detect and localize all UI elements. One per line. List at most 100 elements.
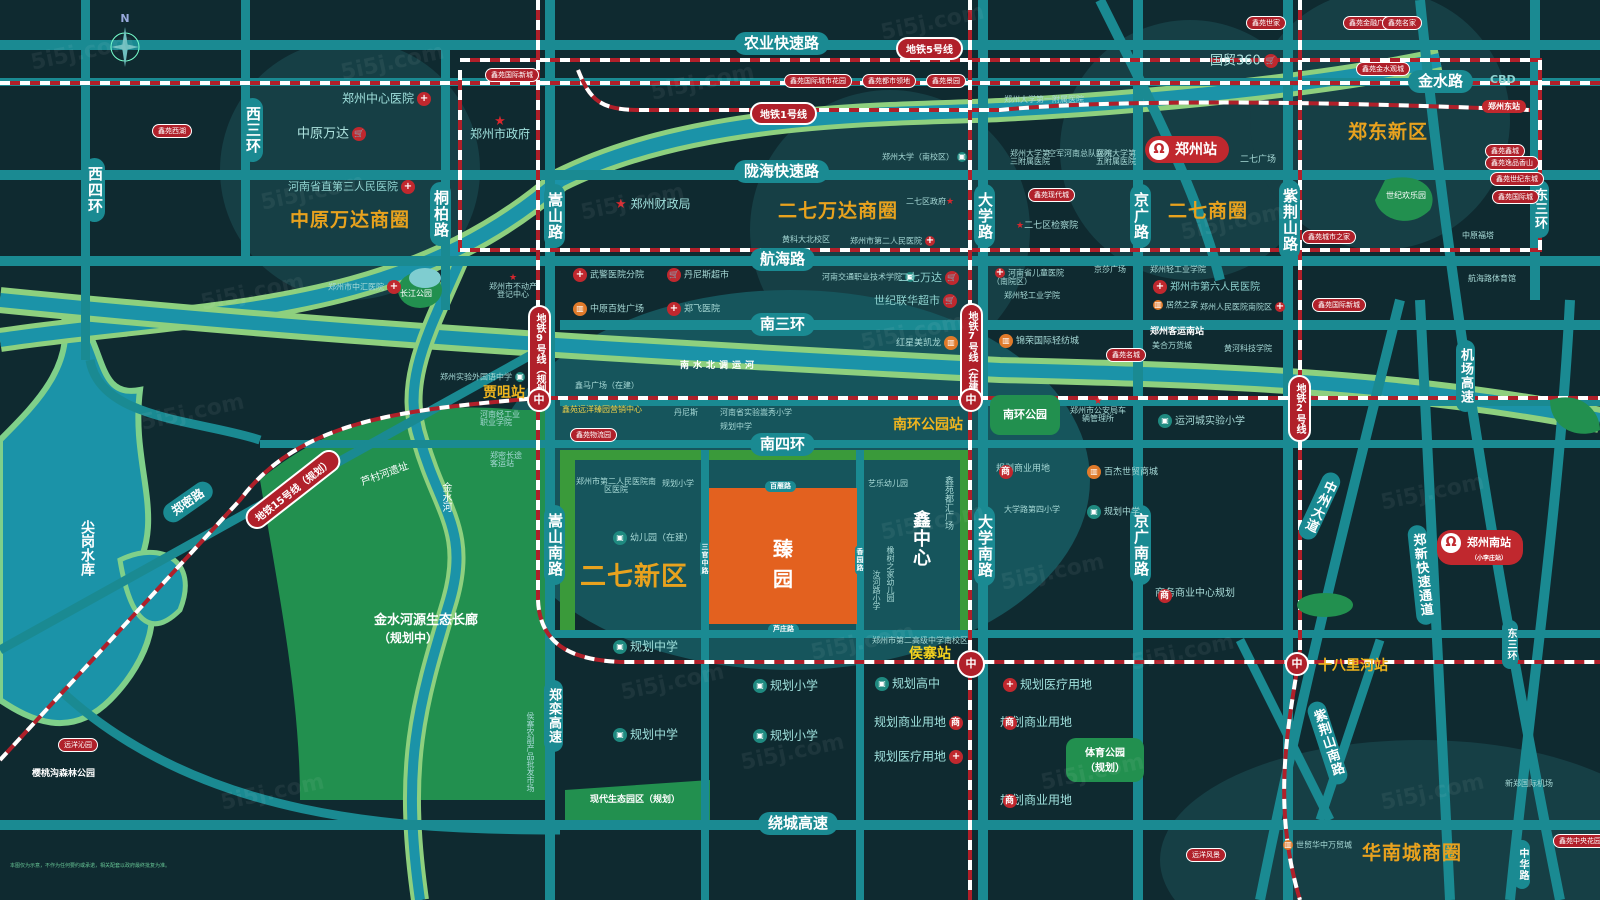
poi-zhonghui-hospital[interactable]: 郑州市中汇医院+ [328, 280, 404, 294]
poi-jurhome[interactable]: ▥居然之家 [1150, 300, 1198, 310]
poi-zz-bus-south[interactable]: 郑州客运南站 [1150, 328, 1204, 337]
poi-nanhuan-park[interactable]: 南环公园 [990, 395, 1060, 435]
poi-zz-6th-hospital[interactable]: +郑州市第六人民医院 [1150, 280, 1260, 294]
poi-zhengmi-bus-station[interactable]: 郑密长途客运站 [490, 452, 526, 468]
project-tag[interactable]: 鑫苑国际新城 [485, 68, 539, 82]
poi-erqi-wanda[interactable]: 二七万达🛒 [898, 271, 962, 285]
project-tag[interactable]: 鑫苑名城 [1106, 348, 1146, 362]
project-tag[interactable]: 鑫苑国际城市花园 [784, 74, 852, 88]
poi-xinma-plaza[interactable]: 鑫马广场（在建） [575, 382, 639, 390]
project-tag[interactable]: 鑫苑国际新城 [1312, 298, 1366, 312]
poi-cbd[interactable]: CBD [1490, 73, 1516, 86]
project-tag[interactable]: 远洋风景 [1186, 848, 1226, 862]
poi-huanghe-tech[interactable]: 黄河科技学院 [1224, 345, 1272, 353]
metro-station-nanhuan-park-icon[interactable]: 中 [959, 388, 983, 412]
poi-business-center-plan[interactable]: 商商务商业中心规划 [1155, 589, 1235, 603]
project-tag[interactable]: 鑫苑都市领地 [862, 74, 916, 88]
poi-plan-middle-1[interactable]: ▣规划中学 [610, 640, 678, 654]
poi-zz-gov[interactable]: ★郑州市政府 [470, 115, 530, 140]
poi-zhongyuan-baixing[interactable]: ▥中原百姓广场 [570, 302, 644, 316]
project-tag[interactable]: 鑫苑现代城 [1028, 188, 1075, 202]
poi-zhengfei-hospital[interactable]: +郑飞医院 [664, 302, 720, 316]
poi-zz-univ-5th-hospital[interactable]: 郑州大学第五附属医院 [1096, 150, 1136, 166]
poi-zz-central-hospital[interactable]: 郑州中心医院+ [342, 92, 434, 106]
poi-wujing-hospital[interactable]: +武警医院分院 [570, 268, 644, 282]
poi-real-estate-registry[interactable]: ★郑州市不动产登记中心 [488, 274, 538, 299]
project-tag[interactable]: 鑫苑国际城 [1492, 190, 1539, 204]
poi-zz-2nd-high-south[interactable]: 郑州市第二高级中学南校区 [872, 637, 968, 645]
poi-henan-traffic-college[interactable]: 河南交通职业技术学院▣ [822, 272, 918, 282]
poi-jingsha-plaza[interactable]: 京莎广场 [1094, 266, 1126, 274]
poi-ruhe-primary[interactable]: 汝河路小学 [872, 570, 881, 610]
project-tag[interactable]: 鑫苑世家 [1246, 16, 1286, 30]
poi-henan-armed-hospital[interactable]: 空军河南总队医院 [1048, 150, 1112, 158]
poi-erqi-square[interactable]: 二七广场 [1240, 156, 1276, 165]
project-tag[interactable]: 鑫苑中央花园 [1553, 834, 1600, 848]
poi-henan-third-hospital[interactable]: 河南省直第三人民医院+ [288, 180, 418, 194]
poi-plan-commercial-3[interactable]: 商规划商业用地 [1000, 794, 1072, 808]
poi-plan-middle-3[interactable]: ▣规划中学 [1084, 505, 1140, 519]
poi-changjiang-park[interactable]: 长江公园 [400, 289, 432, 298]
project-tag[interactable]: 远洋沁园 [58, 738, 98, 752]
poi-zz-light-industry[interactable]: 郑州轻工业学院 [1004, 292, 1060, 300]
poi-plan-commercial-4[interactable]: 商规划商业用地 [996, 465, 1050, 479]
project-tag[interactable]: 鑫苑城市之家 [1302, 230, 1356, 244]
project-site-zhenyuan[interactable]: 臻 园 [709, 488, 857, 624]
poi-henan-children-hospital[interactable]: +河南省儿童医院（南院区） [992, 268, 1072, 286]
poi-eco-park[interactable]: 现代生态园区（规划） [589, 795, 680, 805]
poi-sales-center[interactable]: 鑫苑远洋臻园营销中心 [562, 405, 642, 414]
poi-plan-primary-1[interactable]: 规划小学 [662, 480, 694, 488]
poi-yile-kindergarten[interactable]: 艺乐幼儿园 [868, 480, 908, 488]
poi-sports-park[interactable]: 体育公园 （规划） [1066, 738, 1144, 782]
poi-dennis[interactable]: 丹尼斯 [674, 409, 698, 417]
poi-shimao-huazhong[interactable]: ▥世贸华中万贸城 [1280, 840, 1352, 850]
poi-xinyuan-plaza[interactable]: 鑫苑都汇广场 [943, 476, 953, 530]
poi-plan-primary-3[interactable]: ▣规划小学 [750, 729, 818, 743]
project-tag[interactable]: 鑫苑世纪东城 [1490, 172, 1544, 186]
project-tag[interactable]: 鑫苑金水观城 [1356, 62, 1410, 76]
poi-zz-foreign-lang-school[interactable]: 郑州实验外国语中学▣ [440, 372, 528, 382]
poi-police-vehicle-office[interactable]: ★郑州市公安局车辆管理所 [1068, 397, 1128, 423]
project-tag[interactable]: 鑫苑逸品香山 [1485, 156, 1539, 170]
poi-shiji-lianhua[interactable]: 世纪联华超市🛒 [874, 294, 960, 308]
poi-plan-middle-2[interactable]: ▣规划中学 [610, 728, 678, 742]
poi-hanghai-gym[interactable]: 航海路体育馆 [1468, 274, 1516, 283]
poi-erqi-gov[interactable]: 二七区政府★ [906, 198, 954, 207]
metro-station-shibalihe-icon[interactable]: 中 [1285, 652, 1309, 676]
poi-zz-univ-3rd-hospital[interactable]: 郑州大学第三附属医院 [1010, 150, 1050, 166]
poi-yunhe-primary[interactable]: ▣运河城实验小学 [1155, 414, 1245, 428]
poi-zz-finance[interactable]: ★ 郑州财政局 [615, 198, 691, 211]
poi-zz-light-school[interactable]: 郑州轻工业学院 [1150, 266, 1206, 274]
metro-station-houzhai-icon[interactable]: 中 [957, 650, 985, 678]
poi-zz-univ-1st-hospital[interactable]: 郑州大学第一附属医院 [1004, 96, 1084, 104]
poi-plan-high[interactable]: ▣规划高中 [872, 677, 940, 691]
poi-zz-2nd-hospital[interactable]: 郑州市第二人民医院+ [850, 236, 938, 246]
poi-henan-industry-college[interactable]: 河南经工业职业学院 [480, 411, 520, 427]
poi-jinrong-textile[interactable]: ▥锦荣国际轻纺城 [996, 334, 1079, 348]
poi-century-park[interactable]: 世纪欢乐园 [1386, 191, 1426, 200]
poi-zz-university-south[interactable]: 郑州大学（南校区）▣ [882, 152, 970, 162]
project-tag[interactable]: 鑫苑景园 [926, 74, 966, 88]
poi-zz-2nd-hospital-south[interactable]: 郑州市第二人民医院南区医院 [576, 478, 656, 494]
poi-meihe-market[interactable]: 美合万货城 [1152, 342, 1192, 350]
poi-hongxing-macalline[interactable]: 红星美凯龙▥ [896, 336, 961, 350]
poi-houzhai-market[interactable]: 侯寨农副产品批发市场 [526, 712, 535, 792]
poi-baijie-mall[interactable]: ▥百杰世贸商城 [1084, 465, 1158, 479]
poi-daxuelu-4th-primary[interactable]: 大学路第四小学 [1004, 506, 1060, 514]
poi-plan-commercial-2[interactable]: 商规划商业用地 [1000, 716, 1072, 730]
poi-huangke-north[interactable]: 黄科大北校区 [782, 236, 830, 244]
poi-zhongyuan-wanda[interactable]: 中原万达🛒 [297, 127, 369, 141]
poi-zz-people-hospital-south[interactable]: 郑州人民医院南院区+ [1200, 302, 1288, 312]
project-tag[interactable]: 鑫苑物流园 [570, 428, 617, 442]
poi-xinzheng-airport[interactable]: 新郑国际机场 [1505, 779, 1553, 788]
poi-henan-exp-primary[interactable]: 河南省实验嵩秀小学 [720, 409, 792, 417]
poi-plan-primary-2[interactable]: ▣规划小学 [750, 679, 818, 693]
poi-plan-medical-1[interactable]: 规划医疗用地+ [874, 750, 966, 764]
poi-dennis-supermarket[interactable]: 🛒丹尼斯超市 [664, 268, 729, 282]
poi-xiangshu-kindergarten[interactable]: 橡树之家幼儿园 [886, 546, 895, 602]
metro-station-jiazhai-icon[interactable]: 中 [527, 388, 551, 412]
project-tag[interactable]: 鑫苑西湖 [152, 124, 192, 138]
poi-plan-medical-2[interactable]: +规划医疗用地 [1000, 678, 1092, 692]
